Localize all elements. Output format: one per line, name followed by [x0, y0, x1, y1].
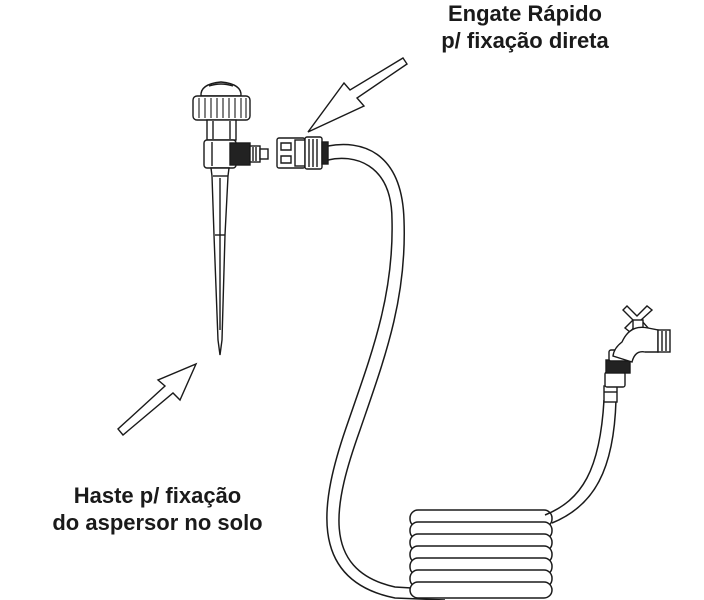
quick-coupling-label-line2: p/ fixação direta: [441, 28, 609, 53]
stake-label: Haste p/ fixação do aspersor no solo: [20, 482, 295, 536]
hose: [326, 143, 446, 600]
sprinkler: [192, 81, 269, 356]
quick-coupling-label: Engate Rápido p/ fixação direta: [400, 0, 650, 54]
stake-label-line1: Haste p/ fixação: [73, 483, 242, 508]
arrow-bottom: [117, 362, 198, 436]
stake-label-line2: do aspersor no solo: [52, 510, 263, 535]
hose-to-faucet: [544, 399, 617, 524]
arrow-top: [307, 57, 408, 133]
faucet: [612, 305, 671, 363]
quick-connector: [276, 136, 329, 170]
hose-coil: [409, 509, 553, 599]
quick-coupling-label-line1: Engate Rápido: [447, 1, 602, 26]
